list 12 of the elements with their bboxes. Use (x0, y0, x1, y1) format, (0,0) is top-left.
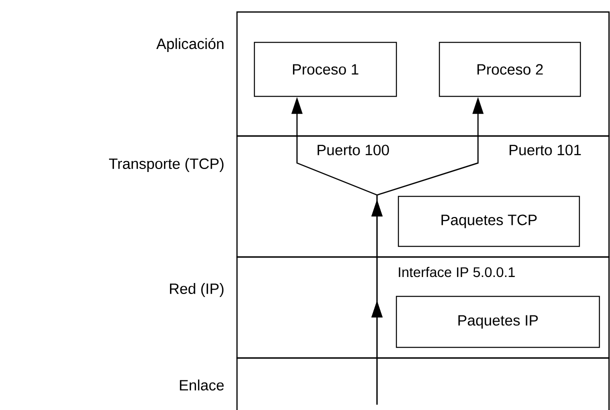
node-label: Transporte (TCP) (109, 158, 224, 172)
node-label: Enlace (180, 380, 224, 390)
node-label: Aplicación (156, 38, 224, 52)
edge-label: Puerto 101 (507, 144, 583, 156)
process-box: Proceso 1 (254, 42, 397, 97)
layer-band: Enlace (180, 357, 610, 410)
process-box: Paquetes IP (396, 296, 600, 348)
interface-label: Interface IP 5.0.0.1 (398, 266, 516, 278)
edge-label: Puerto 100 (315, 144, 391, 156)
process-box: Paquetes TCP (398, 196, 580, 247)
node-label: Red (IP) (170, 283, 224, 297)
process-box: Proceso 2 (438, 42, 581, 97)
